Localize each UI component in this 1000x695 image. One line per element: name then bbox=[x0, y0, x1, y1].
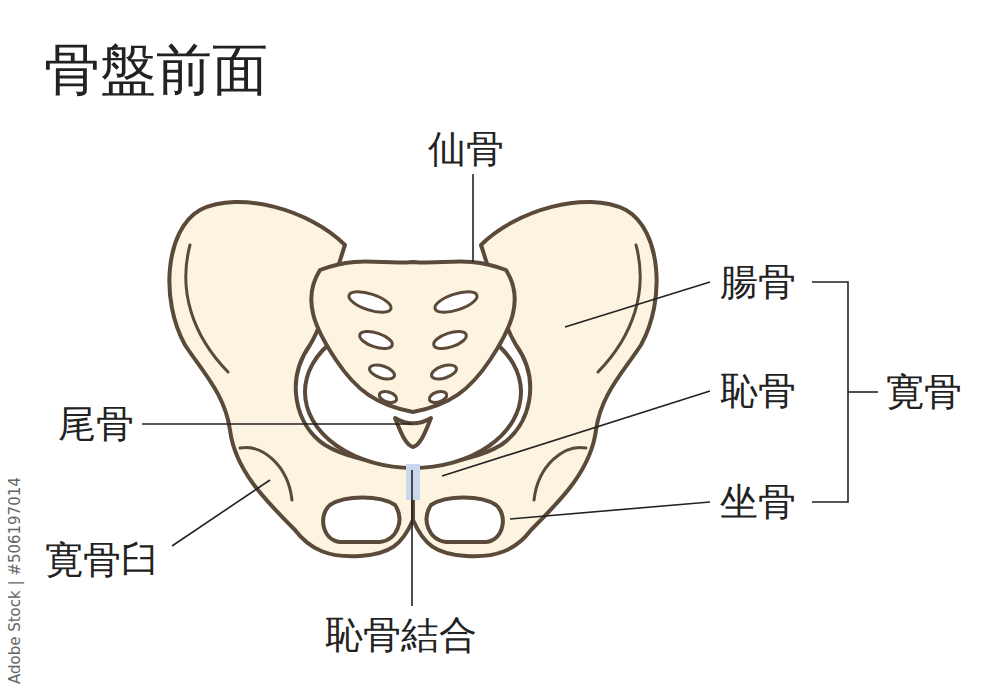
part-label: 坐骨 bbox=[720, 483, 796, 521]
part-label: 恥骨 bbox=[720, 372, 796, 410]
sacrum bbox=[311, 261, 514, 412]
sacral-foramina bbox=[347, 288, 480, 405]
diagram-title: 骨盤前面 bbox=[44, 42, 268, 98]
pubic-symphysis bbox=[406, 464, 420, 500]
part-label: 腸骨 bbox=[720, 263, 796, 301]
coccyx bbox=[395, 418, 431, 447]
part-label: 恥骨結合 bbox=[325, 616, 477, 654]
leader-lines bbox=[142, 174, 878, 606]
part-label: 寛骨臼 bbox=[45, 541, 159, 579]
part-label: 尾骨 bbox=[58, 405, 134, 443]
group-label: 寛骨 bbox=[886, 373, 962, 411]
part-label: 仙骨 bbox=[428, 130, 504, 168]
watermark: Adobe Stock | #506197014 bbox=[8, 477, 23, 684]
